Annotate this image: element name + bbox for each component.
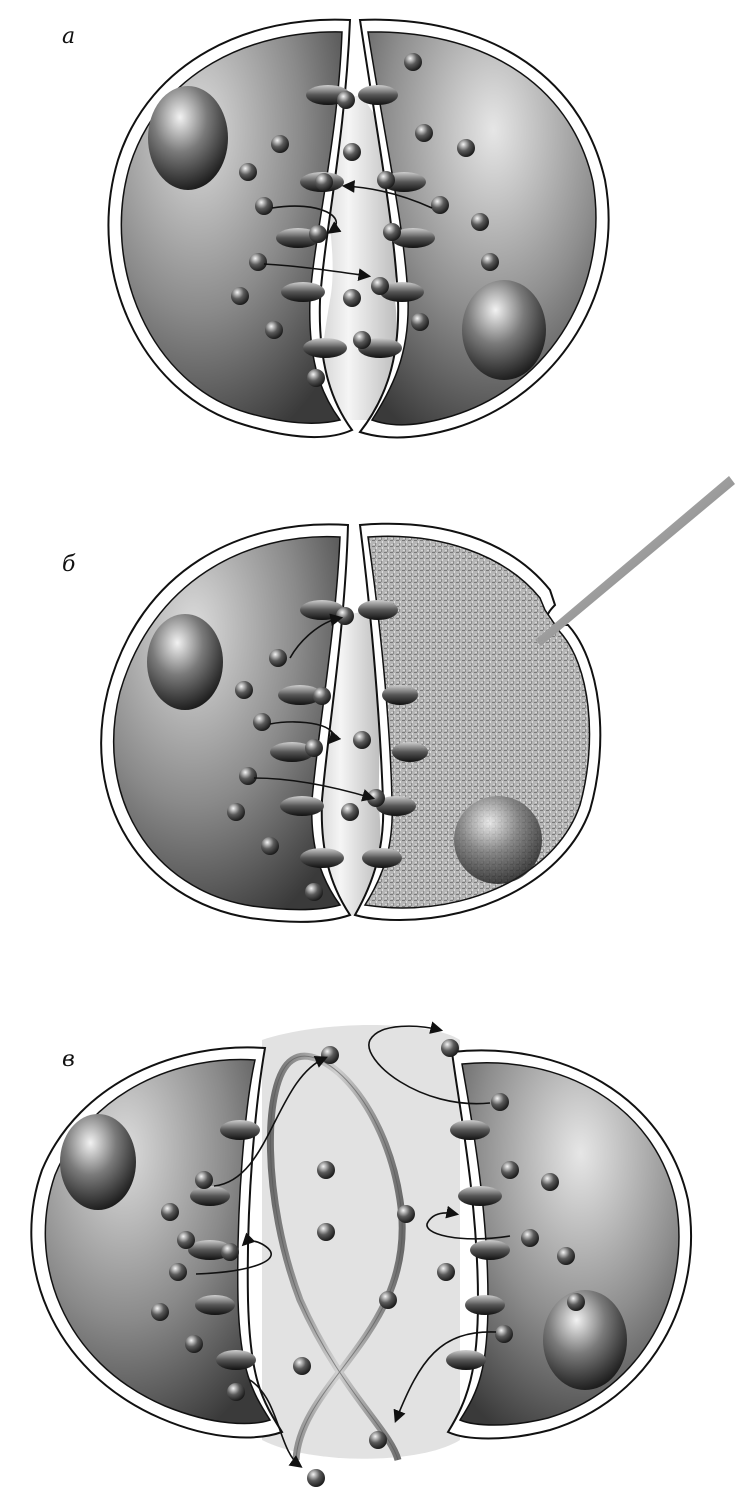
nucleus-icon <box>462 280 546 380</box>
panel-c <box>31 1025 691 1487</box>
panel-b <box>101 476 735 922</box>
nucleus-icon <box>454 796 542 884</box>
nucleus-icon <box>147 614 223 710</box>
nucleus-icon <box>148 86 228 190</box>
needle-icon <box>535 476 735 646</box>
nucleus-icon <box>543 1290 627 1390</box>
nucleus-icon <box>60 1114 136 1210</box>
panel-a <box>108 20 608 438</box>
